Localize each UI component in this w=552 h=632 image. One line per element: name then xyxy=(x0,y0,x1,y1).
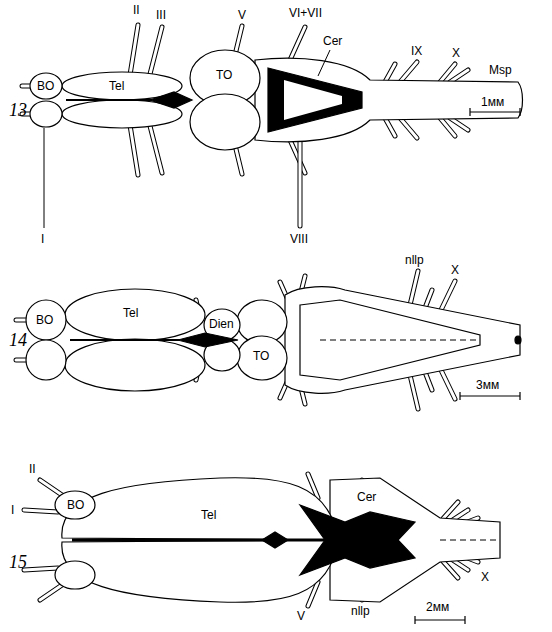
part-label: BO xyxy=(36,79,55,93)
part-label: X xyxy=(450,263,460,277)
part-label: BO xyxy=(66,498,85,512)
part-label: nllp xyxy=(404,253,425,267)
part-label: Msp xyxy=(488,63,513,77)
part-label: III xyxy=(155,8,167,22)
part-label: Cer xyxy=(322,34,343,48)
part-label: 2мм xyxy=(425,600,450,614)
part-label: I xyxy=(40,232,45,246)
part-label: BO xyxy=(35,313,54,327)
part-label: VIII xyxy=(289,232,309,246)
figure-number: 13 xyxy=(8,100,28,120)
part-label: Tel xyxy=(200,508,217,522)
brain-figure-15 xyxy=(24,474,500,624)
part-label: IX xyxy=(410,44,423,58)
part-label: TO xyxy=(252,349,270,363)
figure-number: 14 xyxy=(8,330,28,350)
brain-figure-14 xyxy=(16,271,521,409)
figure-number: 15 xyxy=(8,552,28,572)
part-label: Cer xyxy=(356,490,377,504)
part-label: V xyxy=(296,609,306,623)
part-label: 3мм xyxy=(475,378,500,392)
brain-figure-13 xyxy=(22,25,523,228)
part-label: II xyxy=(132,3,141,17)
part-label: 1мм xyxy=(480,95,505,109)
part-label: II xyxy=(28,462,37,476)
part-label: Tel xyxy=(108,79,125,93)
part-label: TO xyxy=(215,68,233,82)
part-label: nllp xyxy=(350,604,371,618)
part-label: Dien xyxy=(208,317,235,331)
part-label: X xyxy=(480,570,490,584)
part-label: V xyxy=(237,8,247,22)
part-label: X xyxy=(451,46,461,60)
part-label: I xyxy=(10,503,15,517)
part-label: Tel xyxy=(122,306,139,320)
part-label: VI+VII xyxy=(288,6,323,20)
